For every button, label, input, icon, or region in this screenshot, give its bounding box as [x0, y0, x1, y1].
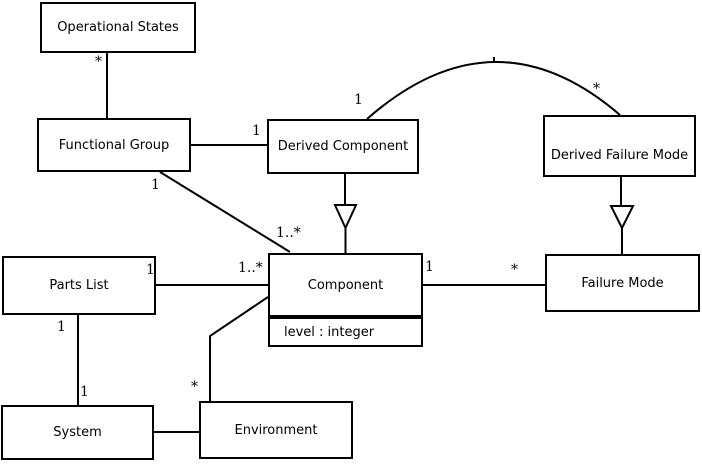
multiplicity-label: *	[593, 81, 600, 97]
multiplicity-label: 1	[354, 92, 363, 108]
multiplicity-label: 1	[146, 262, 155, 278]
class-name-label: Environment	[234, 422, 318, 438]
generalization-triangle-failure-mode	[609, 205, 635, 231]
class-box-operational-states: Operational States	[40, 2, 196, 53]
class-name-label: Operational States	[57, 20, 179, 35]
class-name-label: Failure Mode	[581, 275, 664, 291]
class-box-functional-group: Functional Group	[37, 118, 191, 172]
class-name-label: System	[53, 425, 102, 440]
class-box-derived-component: Derived Component	[267, 119, 419, 174]
class-box-derived-failure-mode: Derived Failure Mode	[543, 115, 696, 177]
class-name-label: Derived Component	[277, 139, 409, 154]
class-attribute-compartment-component: level : integer	[268, 317, 423, 347]
multiplicity-label: 1..*	[276, 225, 301, 241]
edge-functional-group-component	[159, 171, 291, 253]
multiplicity-label: *	[95, 54, 102, 70]
class-box-component: Component	[268, 253, 423, 317]
multiplicity-label: 1	[252, 123, 261, 139]
class-name-label: Component	[307, 277, 384, 293]
class-box-failure-mode: Failure Mode	[545, 254, 700, 312]
multiplicity-label: 1	[57, 319, 66, 335]
multiplicity-label: 1	[80, 384, 89, 400]
multiplicity-label: *	[511, 262, 518, 278]
class-box-environment: Environment	[199, 401, 353, 459]
class-name-label: Functional Group	[58, 137, 170, 153]
class-name-label: Parts List	[49, 278, 109, 293]
class-box-system: System	[1, 405, 154, 460]
multiplicity-label: 1	[151, 177, 160, 193]
attribute-label: level : integer	[284, 324, 375, 340]
multiplicity-label: 1	[425, 259, 434, 275]
class-box-parts-list: Parts List	[2, 256, 156, 315]
edge-arc-derived-component-derived-failure-mode	[366, 61, 621, 120]
multiplicity-label: 1..*	[238, 260, 263, 276]
generalization-triangle-component	[333, 204, 358, 231]
multiplicity-label: *	[191, 379, 198, 395]
edge-component-environment	[209, 296, 269, 401]
class-name-label: Derived Failure Mode	[550, 148, 689, 163]
